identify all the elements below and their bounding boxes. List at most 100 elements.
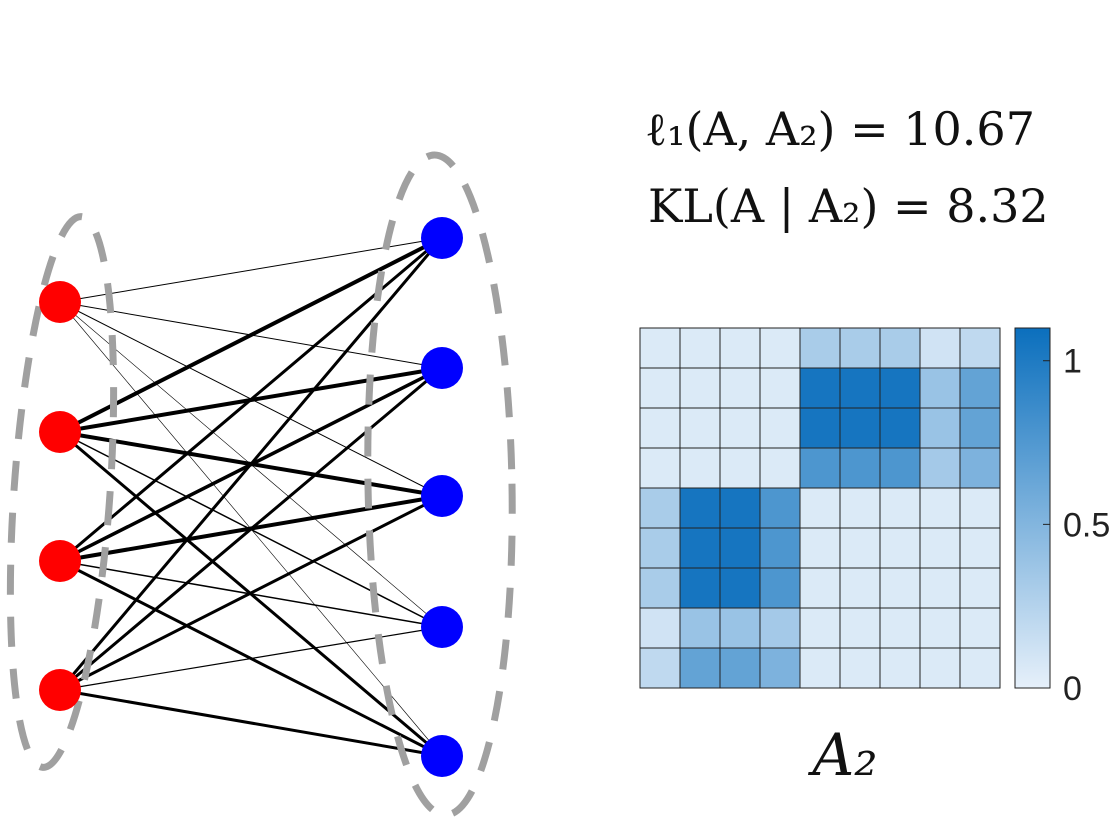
graph-edge xyxy=(58,494,444,692)
heatmap-cell xyxy=(799,647,841,689)
heatmap-cell xyxy=(839,367,881,409)
heatmap-cell xyxy=(879,607,921,649)
heatmap-cell xyxy=(919,407,961,449)
colorbar-tick-label: 0 xyxy=(1063,670,1082,708)
heatmap-cell xyxy=(759,607,801,649)
graph-edge xyxy=(59,237,443,303)
heatmap-cell xyxy=(759,647,801,689)
right-node xyxy=(421,735,463,777)
colorbar-gradient xyxy=(1014,327,1051,689)
heatmap-cell xyxy=(919,607,961,649)
heatmap-cell xyxy=(799,407,841,449)
heatmap-cell xyxy=(839,567,881,609)
heatmap-cell xyxy=(759,487,801,529)
graph-edge xyxy=(58,688,444,758)
heatmap-cell xyxy=(639,407,681,449)
heatmap-cell xyxy=(719,647,761,689)
heatmap-cell xyxy=(679,607,721,649)
heatmap-cell xyxy=(799,567,841,609)
heatmap-cell xyxy=(879,567,921,609)
heatmap-cell xyxy=(679,327,721,369)
heatmap-cell xyxy=(719,407,761,449)
l1-distance-label: ℓ₁(A, A₂) = 10.67 xyxy=(645,102,1035,156)
matrix-heatmap xyxy=(639,327,1001,689)
heatmap-cell xyxy=(799,367,841,409)
heatmap-cell xyxy=(639,367,681,409)
colorbar: 10.50 xyxy=(1014,327,1110,708)
heatmap-cell xyxy=(839,607,881,649)
heatmap-cell xyxy=(759,367,801,409)
heatmap-cell xyxy=(919,447,961,489)
heatmap-cell xyxy=(679,367,721,409)
heatmap-cell xyxy=(719,447,761,489)
colorbar-tick-label: 1 xyxy=(1063,343,1082,381)
heatmap-cell xyxy=(919,327,961,369)
heatmap-cell xyxy=(959,487,1001,529)
heatmap-cell xyxy=(959,567,1001,609)
heatmap-cell xyxy=(879,407,921,449)
heatmap-cell xyxy=(719,487,761,529)
heatmap-cell xyxy=(639,567,681,609)
heatmap-cell xyxy=(719,527,761,569)
right-node xyxy=(421,347,463,389)
heatmap-cell xyxy=(799,607,841,649)
heatmap-cell xyxy=(759,407,801,449)
heatmap-cell xyxy=(919,647,961,689)
heatmap-cell xyxy=(839,527,881,569)
heatmap-cell xyxy=(839,487,881,529)
graph-nodes xyxy=(39,217,463,777)
heatmap-cell xyxy=(919,567,961,609)
right-cluster-outline xyxy=(364,151,516,819)
colorbar-ticks: 10.50 xyxy=(1043,343,1110,708)
heatmap-cell xyxy=(759,327,801,369)
heatmap-cell xyxy=(879,527,921,569)
heatmap-cell xyxy=(799,327,841,369)
left-node xyxy=(39,411,81,453)
right-node xyxy=(421,217,463,259)
heatmap-cell xyxy=(679,487,721,529)
kl-divergence-label: KL(A | A₂) = 8.32 xyxy=(648,179,1049,233)
heatmap-cell xyxy=(919,527,961,569)
heatmap-cell xyxy=(879,487,921,529)
graph-edge xyxy=(58,236,444,434)
cluster-outlines xyxy=(6,151,516,819)
left-node xyxy=(39,669,81,711)
heatmap-cell xyxy=(919,487,961,529)
metrics-panel: ℓ₁(A, A₂) = 10.67 KL(A | A₂) = 8.32 xyxy=(645,102,1049,233)
heatmap-cell xyxy=(759,527,801,569)
heatmap-cell xyxy=(959,407,1001,449)
graph-edge xyxy=(58,366,444,692)
heatmap-cell xyxy=(839,647,881,689)
left-cluster-outline xyxy=(6,213,118,771)
graph-edges xyxy=(58,236,444,758)
heatmap-cell xyxy=(959,647,1001,689)
heatmap-cell xyxy=(919,367,961,409)
heatmap-cell xyxy=(639,607,681,649)
heatmap-cell xyxy=(719,567,761,609)
graph-edge xyxy=(58,236,444,692)
heatmap-cell xyxy=(679,567,721,609)
left-node xyxy=(39,281,81,323)
heatmap-cell xyxy=(879,327,921,369)
heatmap-cell xyxy=(719,607,761,649)
heatmap-caption: A₂ xyxy=(807,721,877,789)
graph-edge xyxy=(58,236,444,563)
heatmap-cell xyxy=(879,447,921,489)
heatmap-cell xyxy=(639,447,681,489)
heatmap-cell xyxy=(799,487,841,529)
heatmap-cell xyxy=(679,527,721,569)
heatmap-cell xyxy=(959,327,1001,369)
left-node xyxy=(39,540,81,582)
heatmap-cell xyxy=(959,527,1001,569)
heatmap-cell xyxy=(879,647,921,689)
bipartite-graph xyxy=(6,151,516,819)
heatmap-cell xyxy=(759,567,801,609)
heatmap-cell xyxy=(679,407,721,449)
heatmap-cell xyxy=(719,327,761,369)
heatmap-cell xyxy=(839,447,881,489)
right-node xyxy=(421,475,463,517)
heatmap-cell xyxy=(679,647,721,689)
heatmap-cell xyxy=(639,647,681,689)
heatmap-cell xyxy=(959,447,1001,489)
heatmap-cell xyxy=(799,527,841,569)
